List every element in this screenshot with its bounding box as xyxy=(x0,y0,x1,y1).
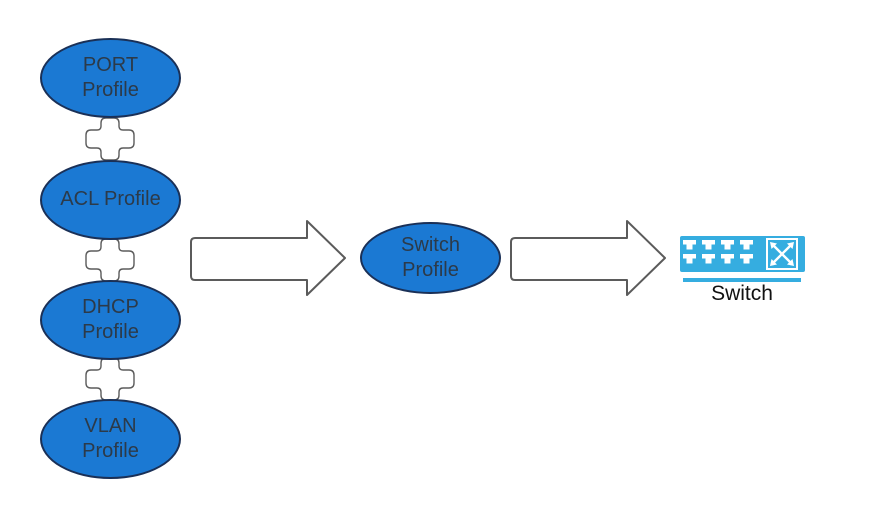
switch-device-icon xyxy=(680,236,805,272)
port-icon xyxy=(683,240,696,250)
port-icon xyxy=(702,240,715,250)
node-switch-profile: Switch Profile xyxy=(360,222,501,294)
cross-connector-2 xyxy=(85,238,135,282)
port-icon xyxy=(683,254,696,264)
switch-caption: Switch xyxy=(711,282,773,305)
port-icon xyxy=(721,254,734,264)
cross-connector-1 xyxy=(85,117,135,161)
node-vlan-profile: VLAN Profile xyxy=(40,399,181,479)
port-icon xyxy=(702,254,715,264)
node-acl-profile: ACL Profile xyxy=(40,160,181,240)
switch-underline xyxy=(683,278,801,282)
cross-connector-3 xyxy=(85,357,135,401)
node-port-profile: PORT Profile xyxy=(40,38,181,118)
port-icon xyxy=(740,240,753,250)
right-arrow-2 xyxy=(510,220,666,296)
crossbar-arrows-icon xyxy=(766,238,798,270)
node-dhcp-profile: DHCP Profile xyxy=(40,280,181,360)
right-arrow-1 xyxy=(190,220,346,296)
port-icon xyxy=(721,240,734,250)
port-icon xyxy=(740,254,753,264)
